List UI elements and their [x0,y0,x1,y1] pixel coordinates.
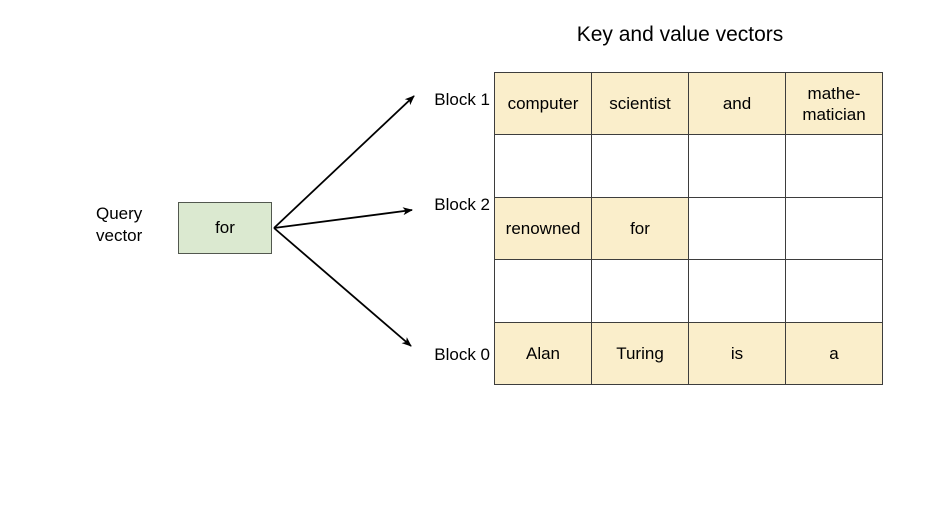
query-vector-label: Query vector [96,203,172,247]
arrow-to-block-0 [273,227,412,347]
table-cell [688,259,786,323]
table-cell: Turing [591,321,689,385]
table-cell: a [785,321,883,385]
table-cell: renowned [494,196,592,261]
table-cell [591,259,689,323]
table-cell [785,196,883,261]
arrow-to-block-1 [273,95,415,229]
block-label-1: Block 1 [434,90,490,109]
table-cell [688,196,786,261]
query-vector-label-line2: vector [96,226,143,245]
table-cell: scientist [591,71,689,136]
table-cell: for [591,196,689,261]
table-cell [785,259,883,323]
arrow-to-block-2 [273,207,413,229]
block-label-2: Block 2 [434,195,490,214]
table-cell [785,134,883,198]
page-title: Key and value vectors [576,23,784,46]
table-cell: Alan [494,321,592,385]
table-cell [494,134,592,198]
query-vector-label-line1: Query [96,204,143,223]
table-cell: mathe-matician [785,71,883,136]
table-cell [688,134,786,198]
query-vector-box[interactable]: for [178,202,272,254]
table-cell [494,259,592,323]
table-row [494,134,883,198]
table-cell: and [688,71,786,136]
table-cell [591,134,689,198]
table-cell: computer [494,71,592,136]
table-row [494,259,883,323]
query-vector-token: for [215,218,235,237]
table-cell: is [688,321,786,385]
block-label-0: Block 0 [434,345,490,364]
